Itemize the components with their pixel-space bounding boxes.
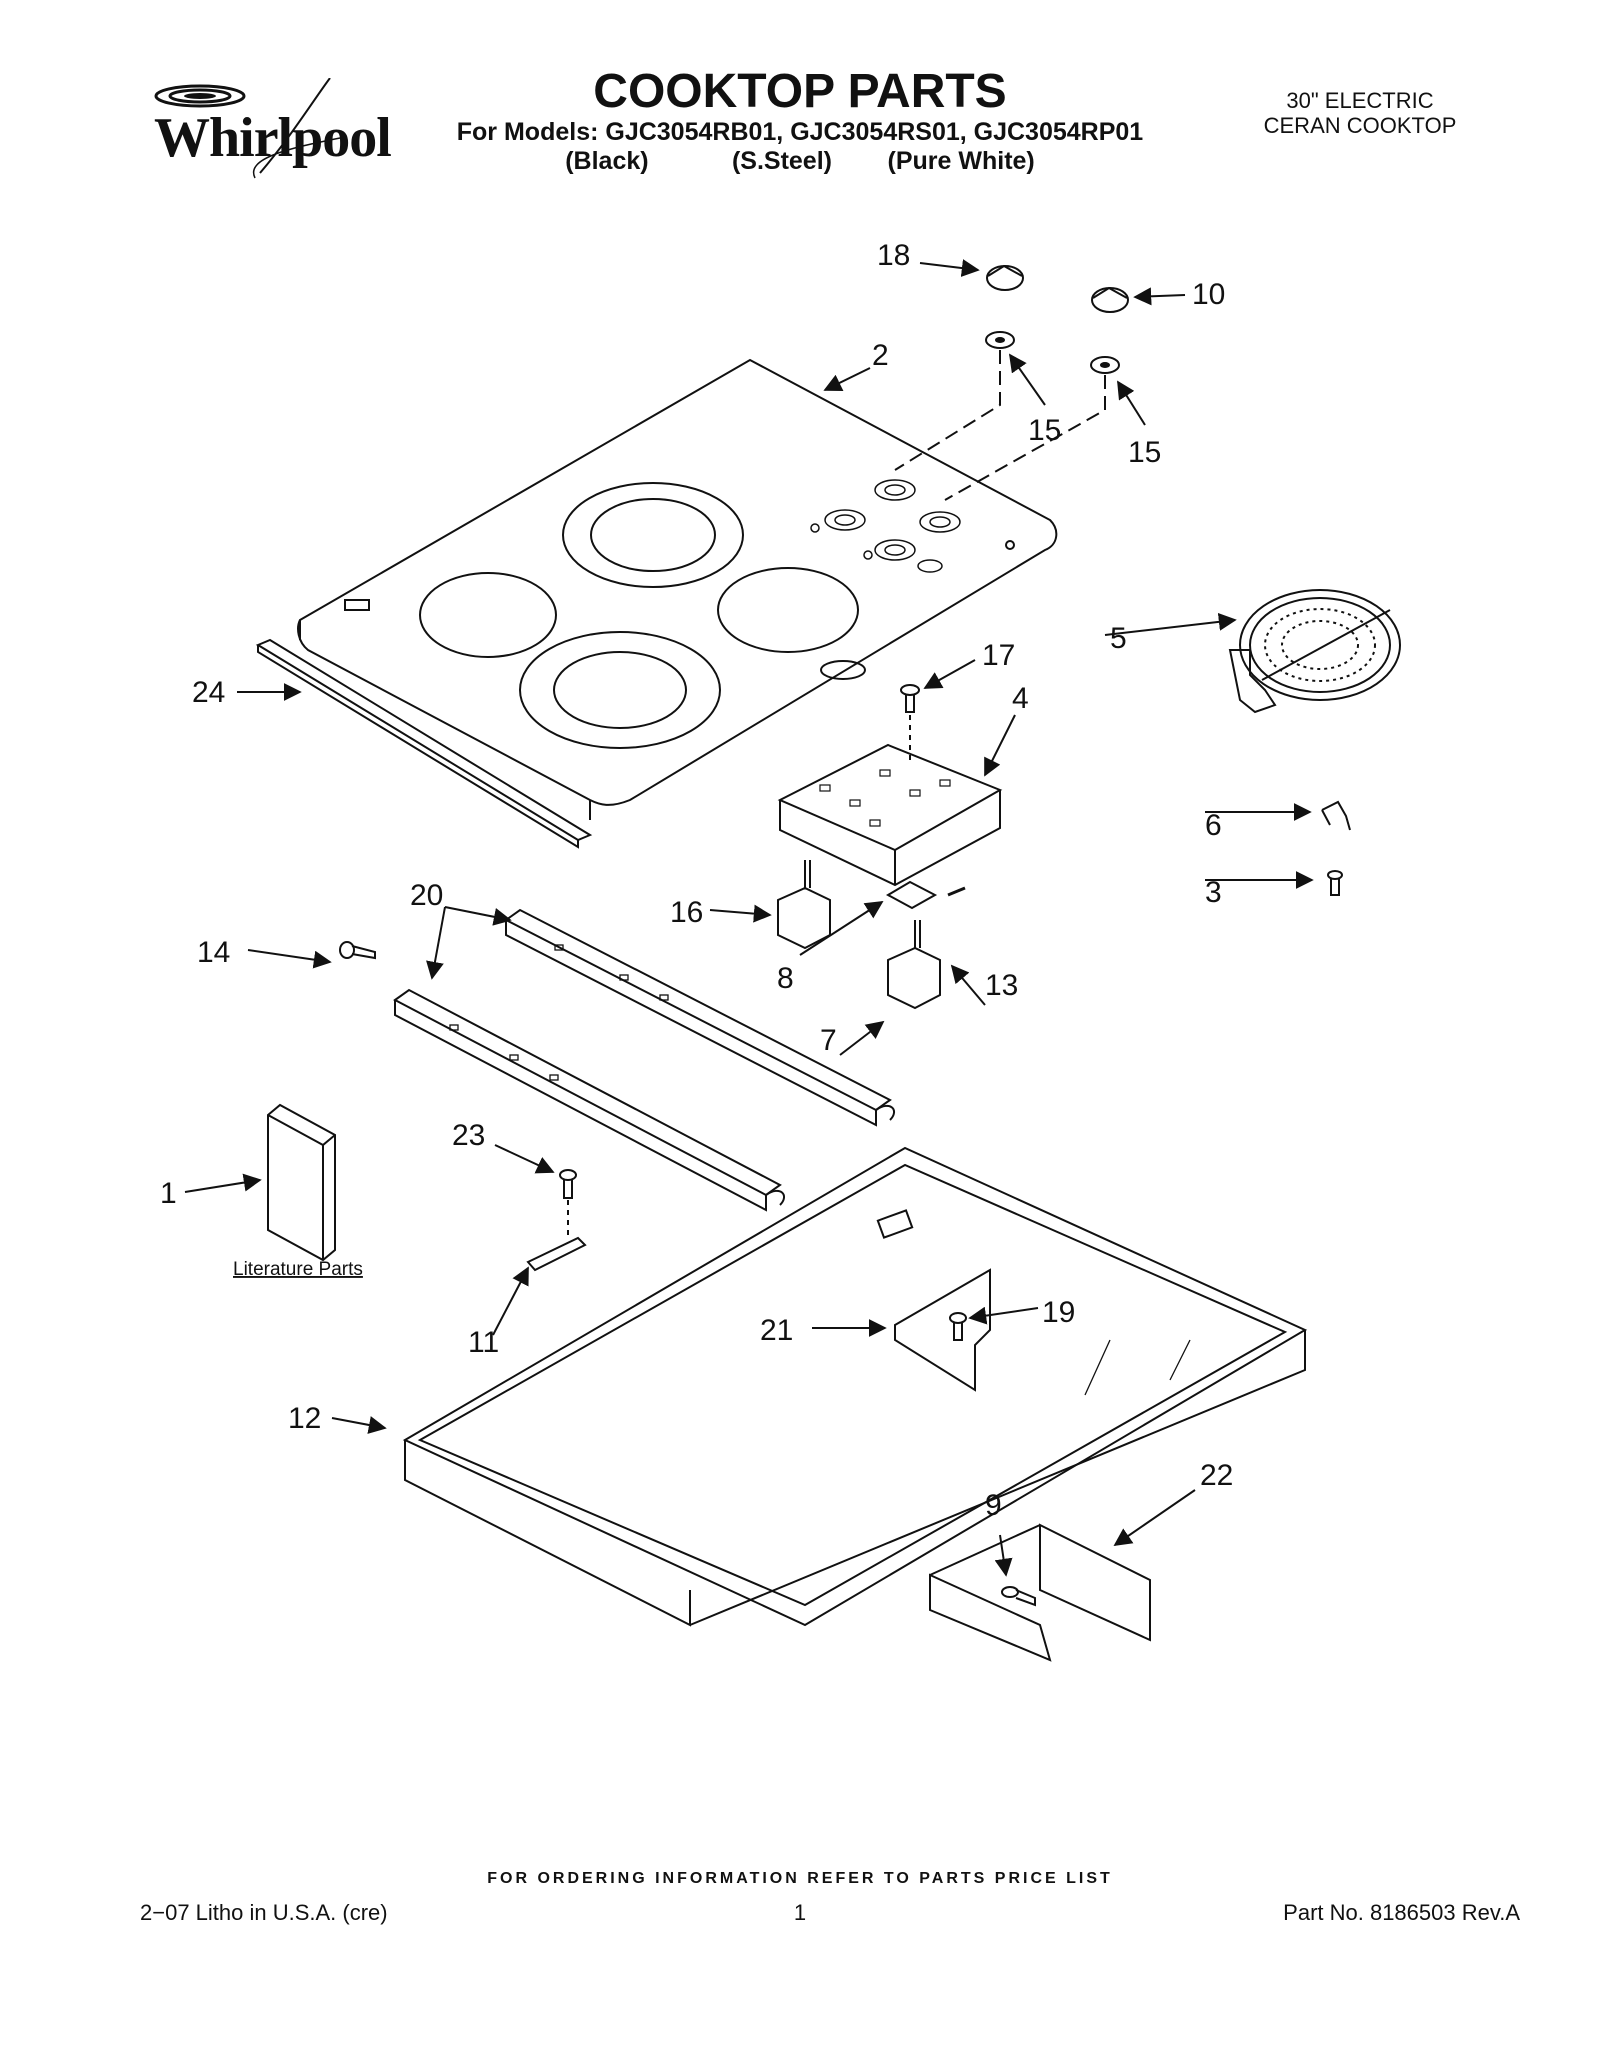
callout-15-right: 15 <box>1128 436 1161 469</box>
part-21-bracket <box>894 1268 991 1392</box>
page-number: 1 <box>793 1900 807 1925</box>
litho-info: 2−07 Litho in U.S.A. (cre) <box>140 1900 388 1925</box>
callout-10: 10 <box>1192 278 1225 311</box>
literature-label: Literature Parts <box>233 1259 363 1280</box>
callout-22: 22 <box>1200 1459 1233 1492</box>
part-6-bracket-clip <box>1321 800 1351 831</box>
callout-11: 11 <box>468 1326 499 1359</box>
callout-19: 19 <box>1042 1296 1075 1329</box>
callout-4: 4 <box>1012 682 1029 715</box>
callout-7: 7 <box>820 1024 837 1057</box>
assembly-guide-lines <box>894 350 1106 501</box>
part-14-screw <box>339 941 376 960</box>
callout-1: 1 <box>160 1177 177 1210</box>
part-7-terminal-block <box>887 920 941 1010</box>
colors-line: (Black) (S.Steel) (Pure White) <box>565 147 1035 175</box>
product-type-line2: CERAN COOKTOP <box>1263 113 1457 138</box>
part-8-plate <box>885 880 938 910</box>
control-knob-markings <box>810 479 961 573</box>
callout-24: 24 <box>192 676 225 709</box>
part-19-screw <box>949 1312 967 1341</box>
part-number: Part No. 8186503 Rev.A <box>1283 1900 1520 1925</box>
callout-15-left: 15 <box>1028 414 1061 447</box>
callout-23: 23 <box>452 1119 485 1152</box>
page-title: COOKTOP PARTS <box>593 65 1007 118</box>
callout-2: 2 <box>872 339 889 372</box>
whirlpool-logo: Whirlpool <box>140 77 392 188</box>
part-15-spacer <box>985 331 1120 374</box>
part-22-rear-bracket <box>929 1523 1151 1662</box>
part-1-literature <box>267 1103 336 1262</box>
callout-16: 16 <box>670 896 703 929</box>
callout-9: 9 <box>985 1489 1002 1522</box>
product-type: 30" ELECTRIC CERAN COOKTOP <box>1180 88 1540 138</box>
part-16-terminal-block <box>777 860 831 950</box>
product-type-line1: 30" ELECTRIC <box>1286 88 1434 113</box>
callout-20: 20 <box>410 879 443 912</box>
part-4-control-board <box>777 743 1003 887</box>
callout-numbers: 18 10 2 15 15 5 17 4 24 6 3 20 16 14 8 1… <box>160 239 1233 1522</box>
ordering-note: FOR ORDERING INFORMATION REFER TO PARTS … <box>487 1870 1113 1887</box>
callout-18: 18 <box>877 239 910 272</box>
part-11-bracket <box>526 1236 587 1272</box>
logo-swirl-icon <box>154 77 341 179</box>
part-9-screw <box>1001 1586 1036 1607</box>
callout-21: 21 <box>760 1314 793 1347</box>
callout-5: 5 <box>1110 622 1127 655</box>
callout-17: 17 <box>982 639 1015 672</box>
models-line: For Models: GJC3054RB01, GJC3054RS01, GJ… <box>456 118 1144 146</box>
callout-12: 12 <box>288 1402 321 1435</box>
part-23-screw <box>559 1169 577 1235</box>
callout-3: 3 <box>1205 876 1222 909</box>
part-20-rails <box>393 908 895 1212</box>
callout-14: 14 <box>197 936 230 969</box>
part-2-glass-cooktop <box>297 358 1058 820</box>
part-5-radiant-element <box>1228 589 1401 714</box>
callout-13: 13 <box>985 969 1018 1002</box>
part-24-trim-strip <box>255 638 593 849</box>
part-10-knob <box>1091 286 1129 313</box>
callout-8: 8 <box>777 962 794 995</box>
callout-6: 6 <box>1205 809 1222 842</box>
part-17-screw <box>900 684 920 760</box>
part-18-knob <box>986 264 1024 291</box>
part-12-chassis <box>402 1146 1308 1627</box>
part-3-screw <box>1327 870 1343 896</box>
brand-wordmark: Whirlpool <box>154 107 392 169</box>
part-13-wire <box>947 886 966 897</box>
leader-arrows <box>184 259 1314 1577</box>
